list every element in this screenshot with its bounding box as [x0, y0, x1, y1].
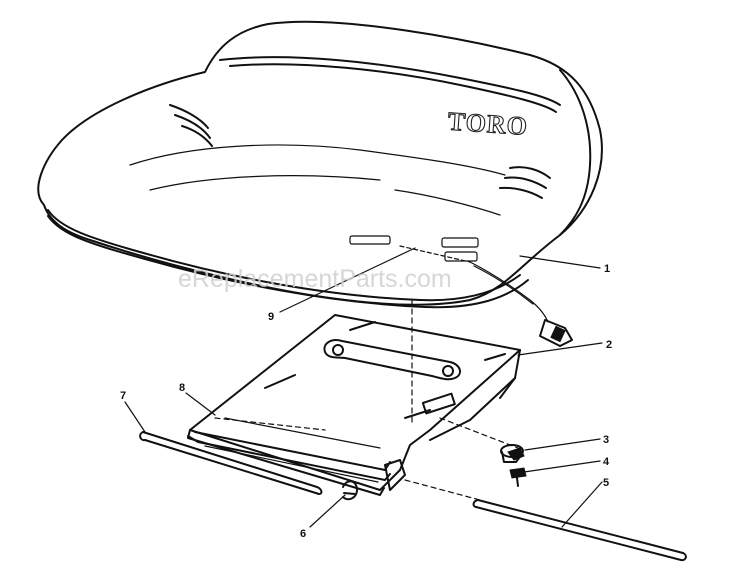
callout-9: 9 — [268, 311, 274, 323]
callout-4: 4 — [603, 456, 610, 468]
callout-5: 5 — [603, 477, 609, 489]
seat-switch-connector — [539, 319, 573, 347]
brand-mark: TORO — [447, 106, 529, 141]
alignment-line-pin — [404, 479, 481, 501]
leader-lines — [124, 247, 603, 528]
hinge-rail — [187, 435, 391, 483]
seat-mounting-pan — [187, 314, 521, 496]
callout-8: 8 — [179, 382, 185, 394]
seat-switch-wire — [469, 261, 549, 323]
seat-shell — [37, 20, 603, 309]
pivot-rod-left — [139, 431, 323, 495]
callout-1: 1 — [604, 263, 610, 275]
alignment-line-knob — [439, 417, 519, 449]
screw — [509, 467, 527, 487]
callout-2: 2 — [606, 339, 612, 351]
adjuster-knob — [500, 444, 525, 463]
pivot-rod-right — [472, 499, 687, 562]
alignment-line-rail — [214, 417, 326, 431]
watermark: eReplacementParts.com — [178, 265, 452, 293]
callout-6: 6 — [300, 528, 306, 540]
retaining-clip — [342, 480, 358, 501]
callout-7: 7 — [120, 390, 126, 402]
callout-3: 3 — [603, 434, 609, 446]
